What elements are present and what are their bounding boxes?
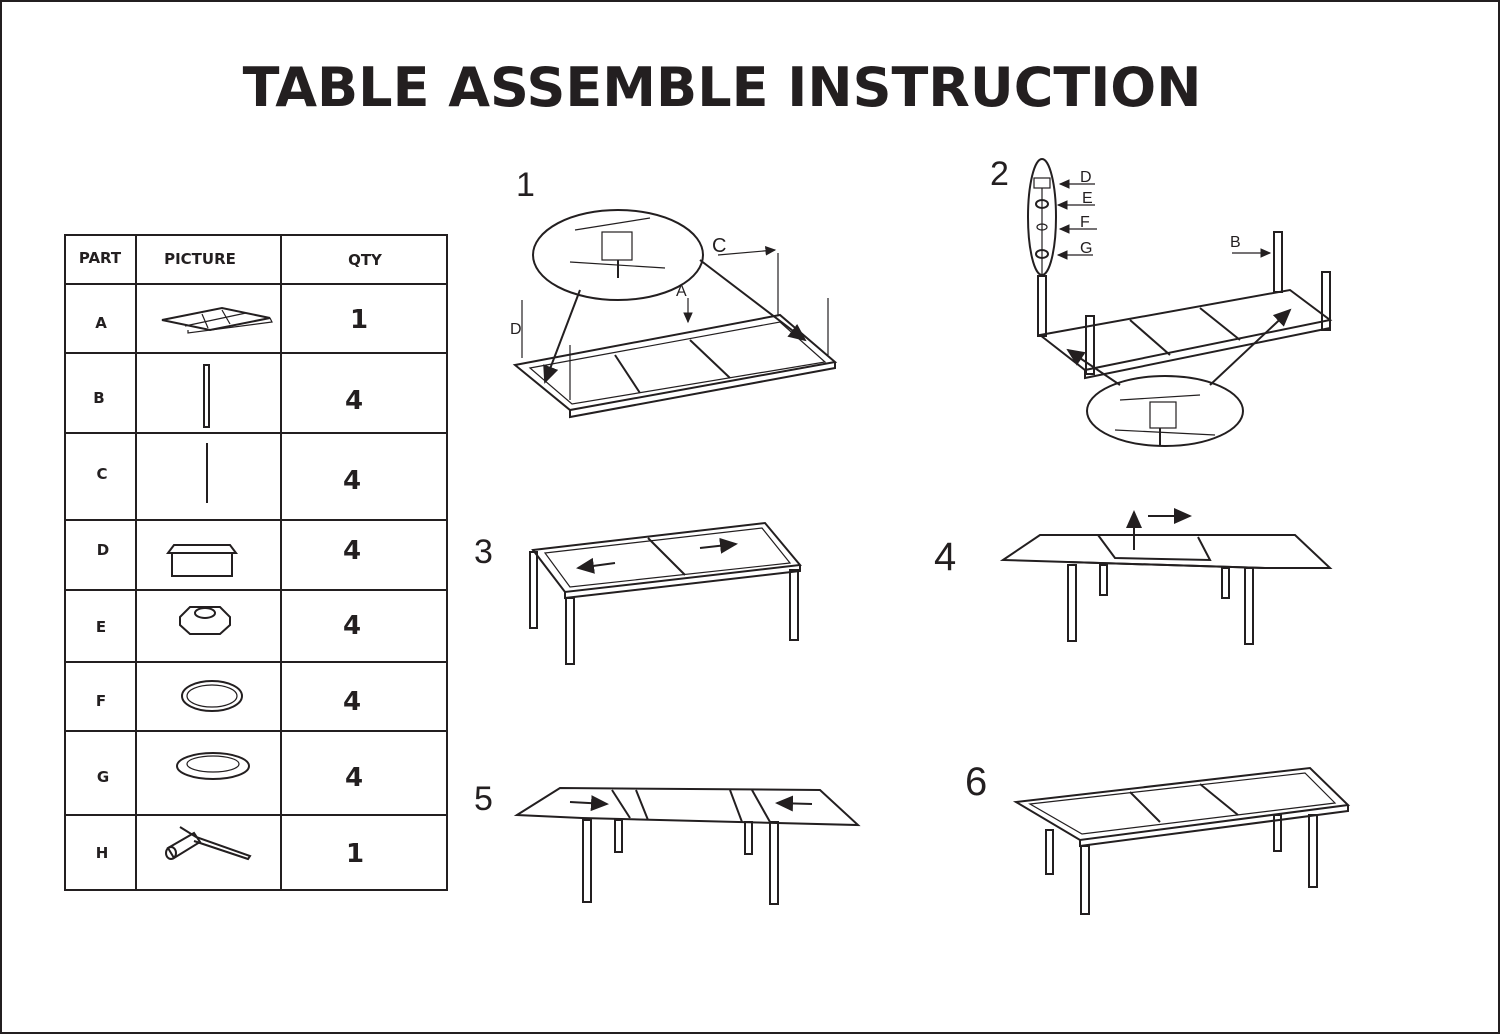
- part-qty: 4: [343, 611, 361, 641]
- part-label: A: [95, 314, 107, 332]
- part-label: G: [97, 768, 109, 786]
- step-3: 3: [474, 521, 802, 665]
- part-qty: 4: [343, 687, 361, 717]
- page-title: TABLE ASSEMBLE INSTRUCTION: [243, 56, 1202, 119]
- allen-key-picture: [165, 826, 252, 861]
- part-qty: 4: [345, 386, 363, 416]
- step-number: 5: [474, 780, 493, 818]
- step-number: 1: [516, 166, 535, 204]
- step-number: 3: [474, 533, 493, 571]
- label-b: B: [1230, 234, 1241, 251]
- leg-picture: [203, 364, 210, 428]
- step-number: 2: [990, 155, 1009, 193]
- part-label: H: [96, 844, 109, 862]
- tabletop-picture: [161, 306, 273, 334]
- label-a: A: [676, 283, 687, 300]
- header-qty: QTY: [348, 251, 383, 269]
- label-e: E: [1082, 190, 1093, 207]
- part-label: E: [96, 618, 106, 636]
- part-qty: 4: [345, 763, 363, 793]
- header-part: PART: [79, 249, 122, 267]
- label-d: D: [1080, 169, 1092, 186]
- detail-bubble: [1086, 375, 1244, 447]
- step-number: 4: [934, 535, 956, 579]
- nut-picture: [179, 606, 231, 635]
- step-4: 4: [934, 508, 1333, 645]
- step-2: 2 D E F G B: [990, 155, 1333, 447]
- step-1: 1 C A D: [510, 166, 838, 419]
- part-label: C: [96, 465, 107, 483]
- part-label: D: [97, 541, 109, 559]
- header-picture: PICTURE: [164, 250, 236, 268]
- spring-washer-picture: [176, 752, 250, 780]
- part-qty: 1: [350, 305, 368, 335]
- part-qty: 1: [346, 839, 364, 869]
- step-5: 5: [474, 780, 861, 905]
- label-f: F: [1080, 214, 1090, 231]
- step-number: 6: [965, 760, 987, 804]
- detail-bubble: [532, 209, 704, 301]
- part-label: B: [93, 389, 104, 407]
- step-6: 6: [965, 760, 1351, 915]
- washer-picture: [181, 680, 243, 712]
- label-d: D: [510, 321, 522, 338]
- label-c: C: [712, 235, 726, 257]
- part-qty: 4: [343, 466, 361, 496]
- part-label: F: [96, 692, 106, 710]
- part-qty: 4: [343, 536, 361, 566]
- label-g: G: [1080, 240, 1092, 257]
- parts-table: PART PICTURE QTY A 1 B 4 C 4 D 4 E 4 F 4…: [64, 234, 448, 891]
- cap-picture: [166, 544, 238, 577]
